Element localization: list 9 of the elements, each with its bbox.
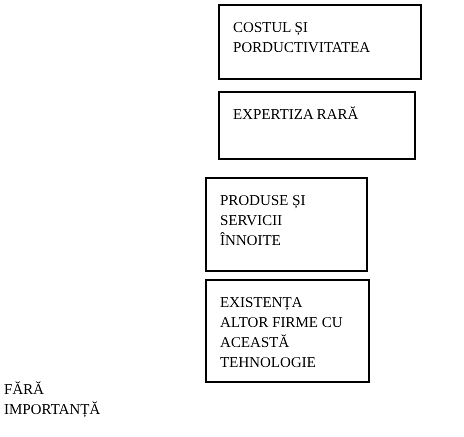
text-box: [205, 279, 370, 383]
box-text: EXPERTIZA RARĂ: [233, 105, 360, 125]
box-text: EXISTENȚA ALTOR FIRME CU ACEASTĂ TEHNOLOGIE: [220, 294, 344, 373]
box-text: PRODUSE ȘI SERVICII ÎNNOITE: [220, 192, 306, 251]
box-text: COSTUL ȘI PORDUCTIVITATEA: [233, 19, 372, 58]
text-box: [218, 91, 416, 160]
text-box: [205, 177, 368, 272]
note-text: FĂRĂ IMPORTANȚĂ: [4, 380, 102, 420]
text-box: [218, 4, 422, 80]
